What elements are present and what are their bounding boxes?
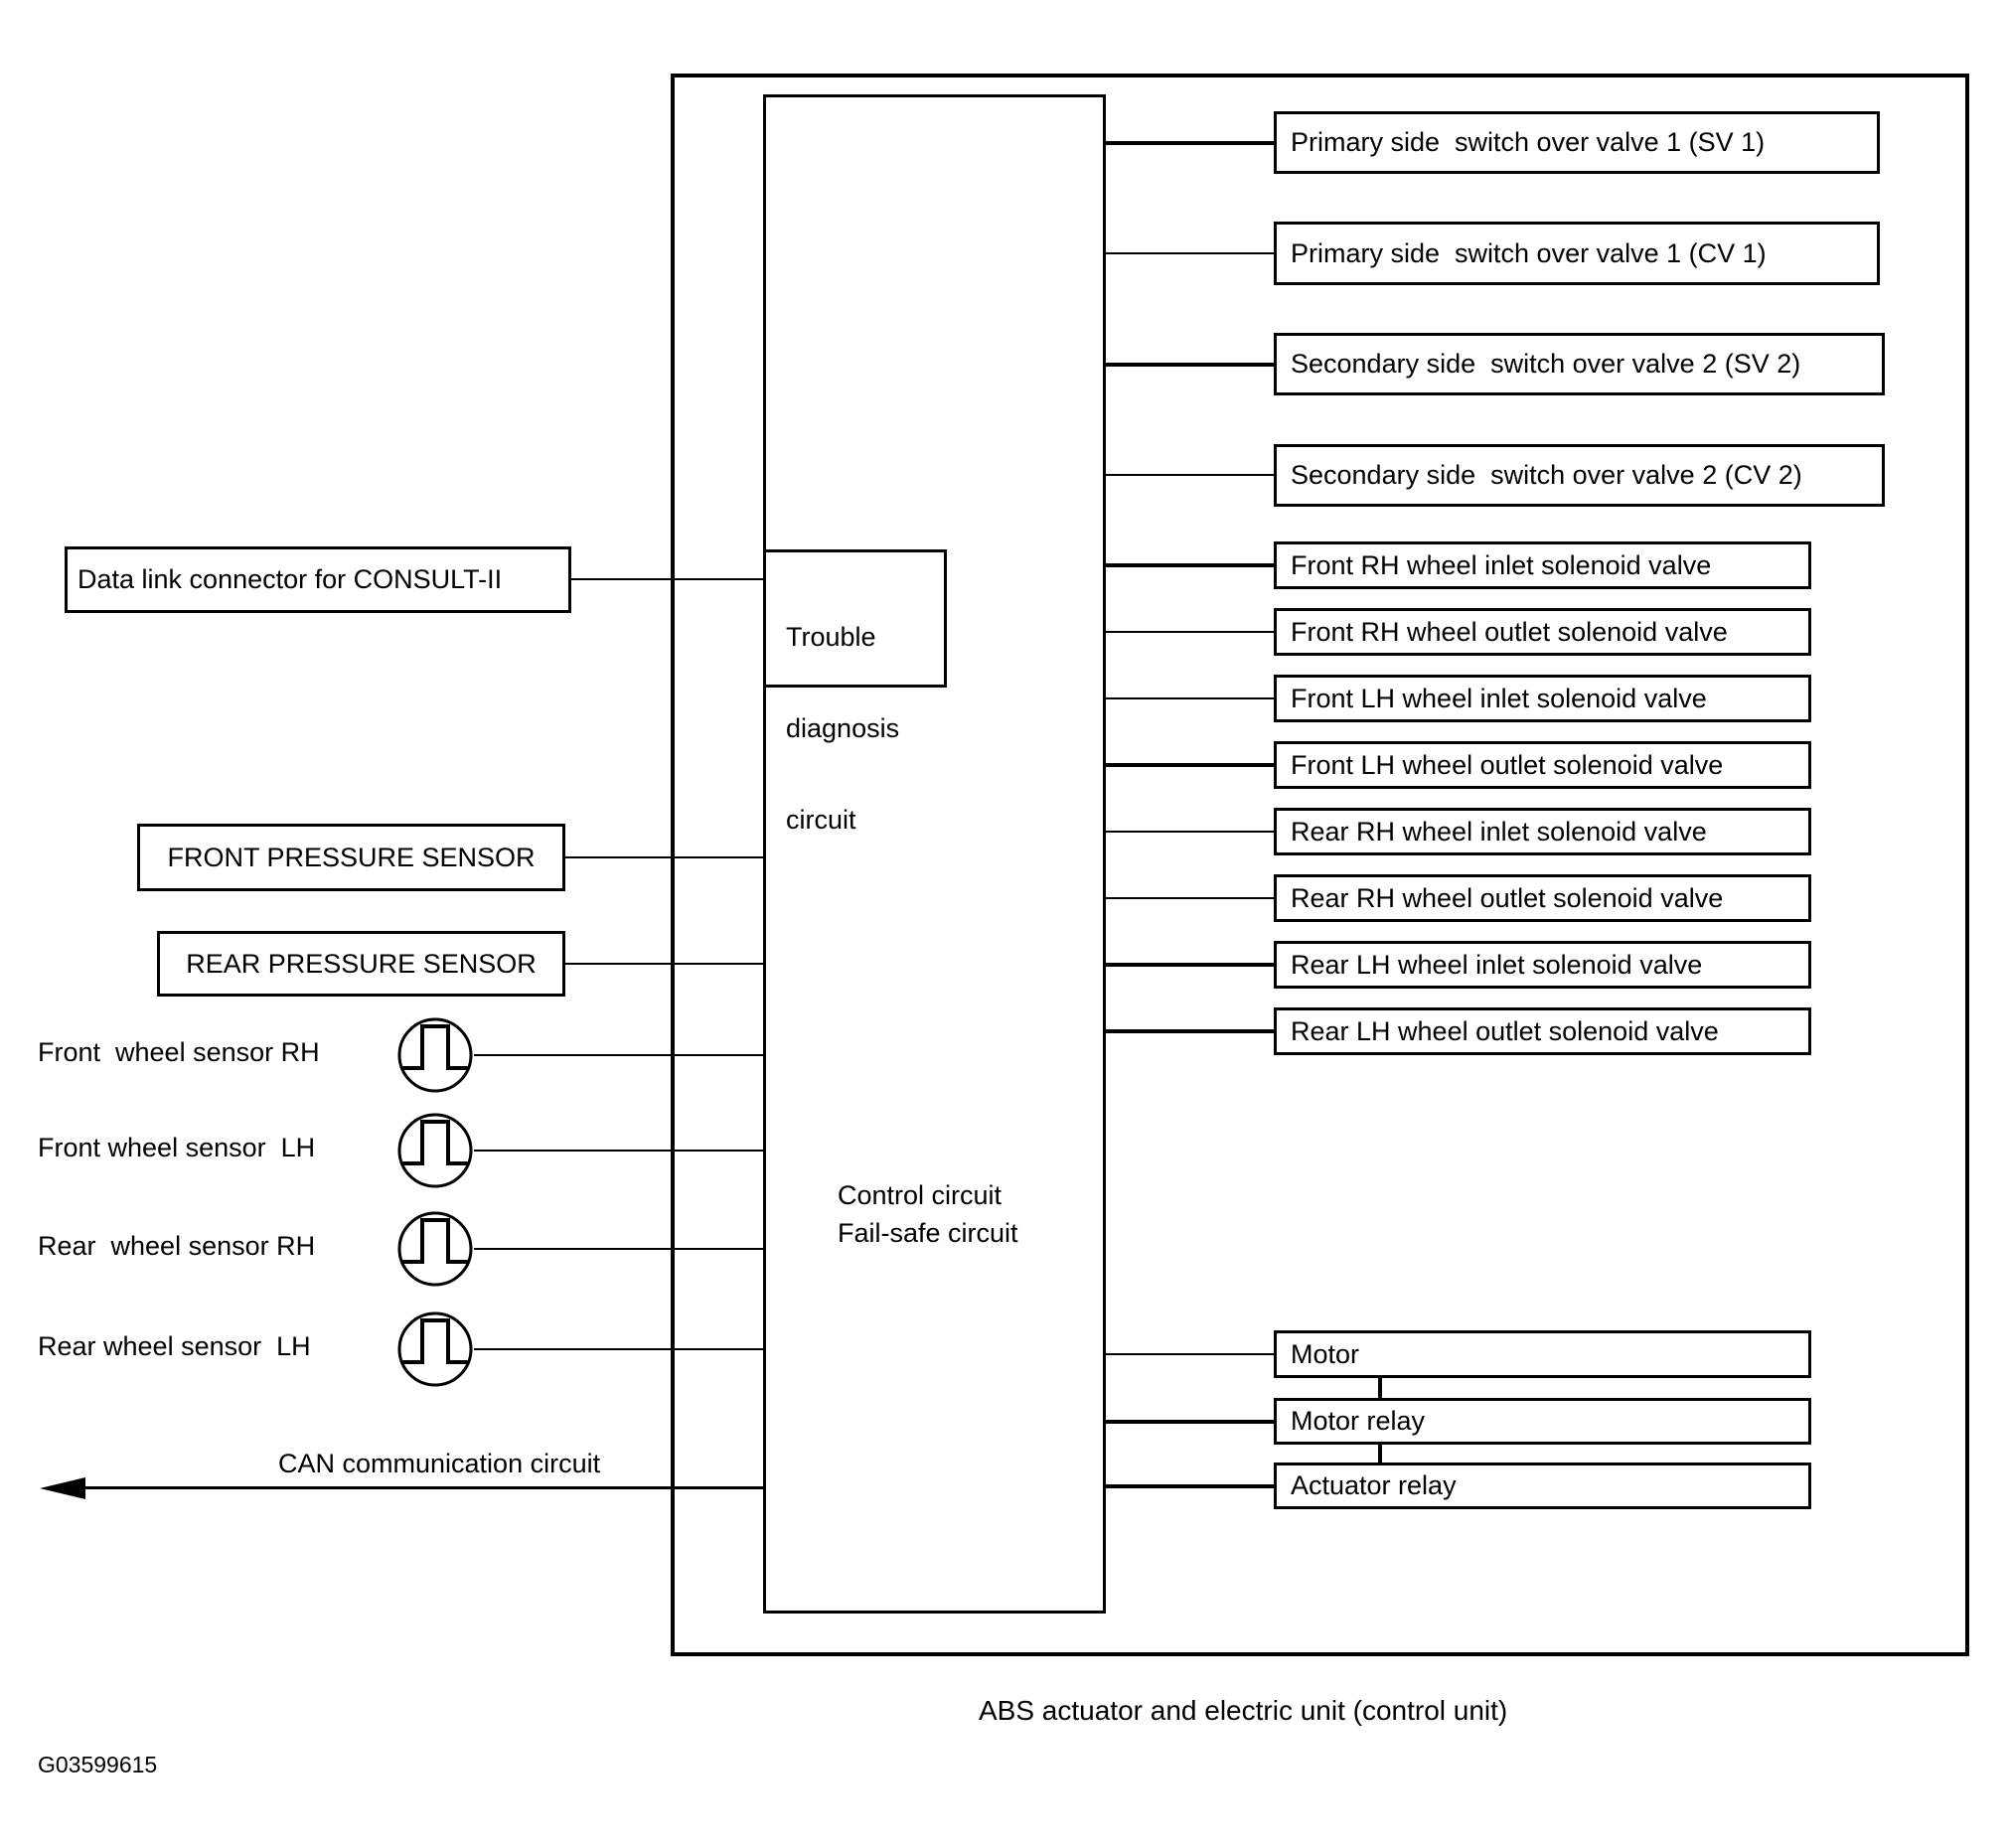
solenoid-box-fr-inlet: Front RH wheel inlet solenoid valve xyxy=(1274,541,1811,589)
rear-pressure-sensor-box: REAR PRESSURE SENSOR xyxy=(157,931,565,997)
front-pressure-sensor-label: FRONT PRESSURE SENSOR xyxy=(167,842,536,872)
connector-solenoid-8 xyxy=(1106,1029,1274,1033)
solenoid-box-rr-inlet: Rear RH wheel inlet solenoid valve xyxy=(1274,808,1811,855)
wheel-speed-pulse-icon xyxy=(397,1017,473,1093)
actuator-relay-label: Actuator relay xyxy=(1291,1470,1457,1500)
motor-box: Motor xyxy=(1274,1330,1811,1378)
abs-unit-outer-box xyxy=(671,74,1969,1656)
figure-id: G03599615 xyxy=(38,1752,158,1777)
motor-relay-label: Motor relay xyxy=(1291,1406,1426,1436)
connector-cv2 xyxy=(1106,474,1274,476)
solenoid-label: Front RH wheel inlet solenoid valve xyxy=(1291,549,1712,580)
control-circuit-label: Control circuit Fail-safe circuit xyxy=(838,1176,1018,1252)
wheel-speed-pulse-icon xyxy=(397,1211,473,1287)
data-link-label: Data link connector for CONSULT-II xyxy=(77,564,503,594)
connector-solenoid-6 xyxy=(1106,897,1274,899)
solenoid-label: Front LH wheel inlet solenoid valve xyxy=(1291,683,1707,713)
solenoid-box-rl-inlet: Rear LH wheel inlet solenoid valve xyxy=(1274,941,1811,989)
can-communication-label: CAN communication circuit xyxy=(278,1449,601,1478)
valve-box-cv2: Secondary side switch over valve 2 (CV 2… xyxy=(1274,444,1885,507)
connector-solenoid-5 xyxy=(1106,831,1274,833)
control-circuit-box xyxy=(763,94,1106,1614)
link-relay-to-actuator xyxy=(1378,1445,1382,1463)
connector-solenoid-3 xyxy=(1106,697,1274,699)
rear-wheel-sensor-lh-label: Rear wheel sensor LH xyxy=(38,1331,311,1361)
connector-rear-wheel-lh xyxy=(474,1348,763,1350)
connector-motor xyxy=(1106,1353,1274,1355)
front-pressure-sensor-box: FRONT PRESSURE SENSOR xyxy=(137,824,565,891)
trouble-diagnosis-line: Trouble xyxy=(786,622,876,652)
rear-pressure-sensor-label: REAR PRESSURE SENSOR xyxy=(186,948,537,979)
actuator-relay-box: Actuator relay xyxy=(1274,1463,1811,1509)
valve-label: Primary side switch over valve 1 (CV 1) xyxy=(1291,237,1767,268)
wheel-speed-pulse-icon xyxy=(397,1113,473,1188)
connector-solenoid-4 xyxy=(1106,763,1274,767)
solenoid-box-rl-outlet: Rear LH wheel outlet solenoid valve xyxy=(1274,1007,1811,1055)
connector-data-link xyxy=(571,578,763,580)
control-circuit-line: Fail-safe circuit xyxy=(838,1218,1018,1248)
solenoid-box-fl-inlet: Front LH wheel inlet solenoid valve xyxy=(1274,675,1811,722)
connector-solenoid-7 xyxy=(1106,963,1274,967)
connector-rear-pressure xyxy=(565,963,763,965)
can-communication-line xyxy=(52,1486,763,1489)
connector-sv2 xyxy=(1106,363,1274,367)
valve-label: Secondary side switch over valve 2 (SV 2… xyxy=(1291,349,1801,379)
valve-box-sv1: Primary side switch over valve 1 (SV 1) xyxy=(1274,111,1880,174)
trouble-diagnosis-box: Trouble diagnosis circuit xyxy=(763,549,947,835)
solenoid-label: Rear RH wheel inlet solenoid valve xyxy=(1291,816,1707,847)
valve-box-sv2: Secondary side switch over valve 2 (SV 2… xyxy=(1274,333,1885,395)
solenoid-label: Rear LH wheel outlet solenoid valve xyxy=(1291,1015,1719,1046)
connector-solenoid-2 xyxy=(1106,631,1274,633)
control-circuit-line: Control circuit xyxy=(838,1180,1003,1210)
solenoid-box-fr-outlet: Front RH wheel outlet solenoid valve xyxy=(1274,608,1811,656)
data-link-box: Data link connector for CONSULT-II xyxy=(65,546,571,613)
solenoid-box-rr-outlet: Rear RH wheel outlet solenoid valve xyxy=(1274,874,1811,922)
valve-label: Primary side switch over valve 1 (SV 1) xyxy=(1291,127,1766,157)
connector-front-pressure xyxy=(565,856,763,858)
connector-front-wheel-lh xyxy=(474,1150,763,1152)
valve-box-cv1: Primary side switch over valve 1 (CV 1) xyxy=(1274,222,1880,285)
trouble-diagnosis-line: diagnosis xyxy=(786,713,900,743)
connector-sv1 xyxy=(1106,141,1274,145)
motor-label: Motor xyxy=(1291,1338,1360,1369)
solenoid-box-fl-outlet: Front LH wheel outlet solenoid valve xyxy=(1274,741,1811,789)
link-motor-to-relay xyxy=(1378,1378,1382,1398)
solenoid-label: Rear LH wheel inlet solenoid valve xyxy=(1291,949,1703,980)
valve-label: Secondary side switch over valve 2 (CV 2… xyxy=(1291,460,1802,490)
solenoid-label: Rear RH wheel outlet solenoid valve xyxy=(1291,882,1724,913)
diagram-caption: ABS actuator and electric unit (control … xyxy=(979,1695,1508,1726)
connector-motor-relay xyxy=(1106,1420,1274,1424)
connector-front-wheel-rh xyxy=(474,1054,763,1056)
solenoid-label: Front LH wheel outlet solenoid valve xyxy=(1291,749,1724,780)
connector-solenoid-1 xyxy=(1106,563,1274,567)
trouble-diagnosis-line: circuit xyxy=(786,805,856,835)
wheel-speed-pulse-icon xyxy=(397,1311,473,1387)
front-wheel-sensor-lh-label: Front wheel sensor LH xyxy=(38,1133,316,1162)
motor-relay-box: Motor relay xyxy=(1274,1398,1811,1445)
front-wheel-sensor-rh-label: Front wheel sensor RH xyxy=(38,1037,320,1067)
can-arrow-left-icon xyxy=(40,1476,85,1499)
rear-wheel-sensor-rh-label: Rear wheel sensor RH xyxy=(38,1231,316,1261)
solenoid-label: Front RH wheel outlet solenoid valve xyxy=(1291,616,1728,647)
connector-rear-wheel-rh xyxy=(474,1248,763,1250)
connector-actuator-relay xyxy=(1106,1484,1274,1488)
connector-cv1 xyxy=(1106,252,1274,254)
